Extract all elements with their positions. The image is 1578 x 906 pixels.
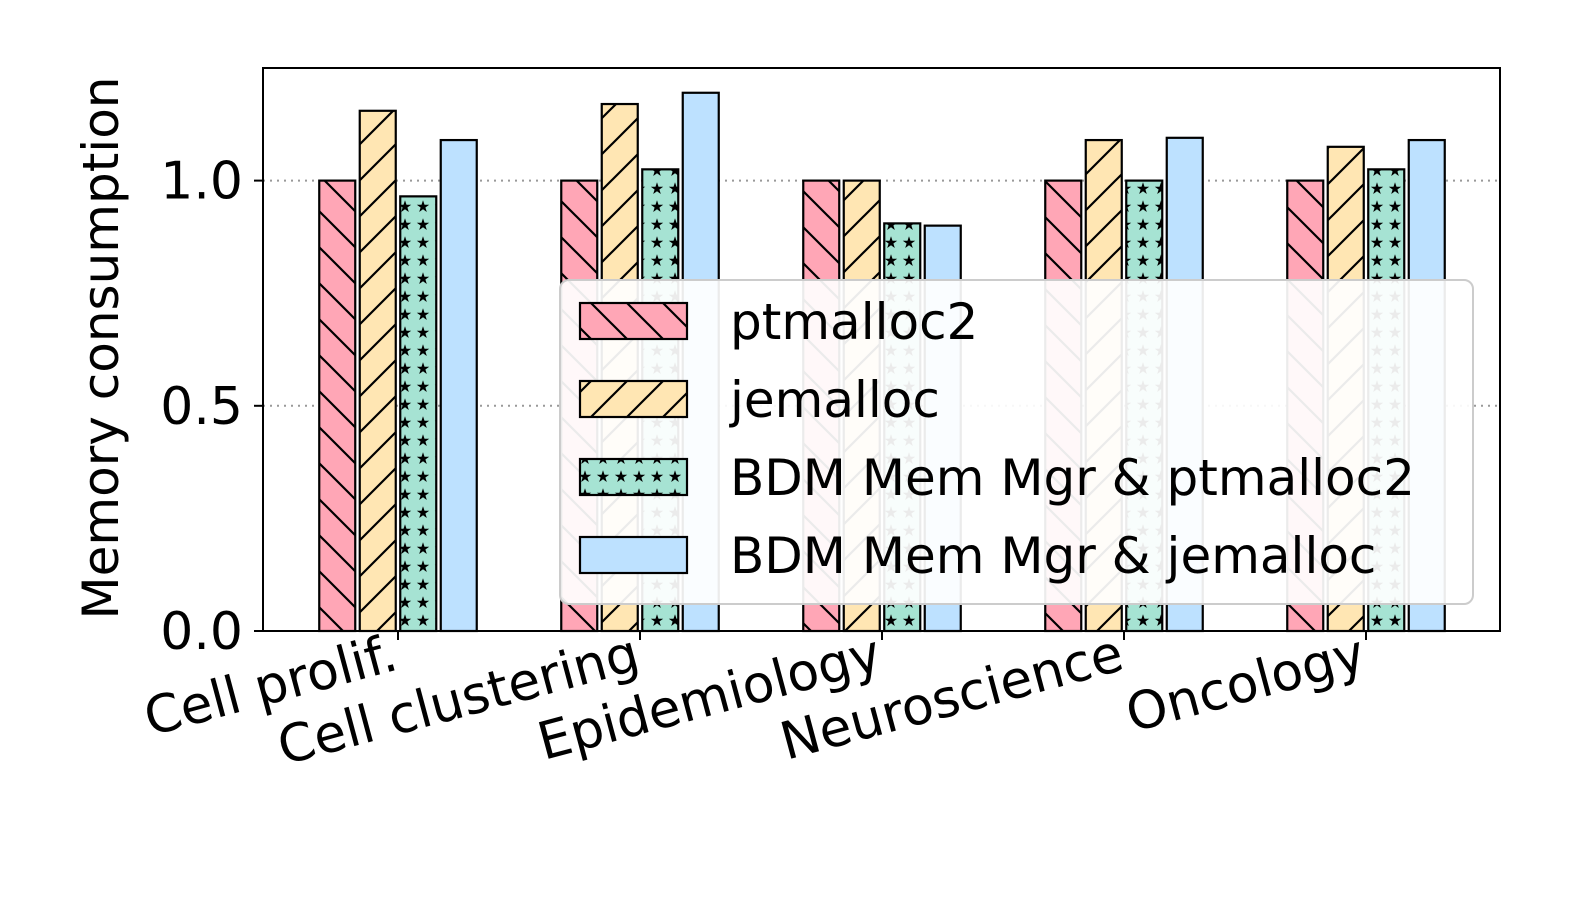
y-axis: 0.0 0.5 1.0 <box>160 152 263 662</box>
bar-hatch <box>400 196 437 631</box>
legend-swatch-fill <box>580 537 687 573</box>
y-tick-label: 0.5 <box>160 377 243 437</box>
legend-label: BDM Mem Mgr & jemalloc <box>730 527 1376 585</box>
legend-swatch-hatch <box>580 303 687 339</box>
x-tick-label: Oncology <box>1120 624 1372 745</box>
legend-box <box>559 279 1474 605</box>
y-tick-label: 0.0 <box>160 602 243 662</box>
legend-label: BDM Mem Mgr & ptmalloc2 <box>730 449 1415 507</box>
legend-swatch-hatch <box>580 381 687 417</box>
x-axis: Cell prolif.Cell clusteringEpidemiologyN… <box>138 624 1371 778</box>
legend-label: ptmalloc2 <box>730 293 978 351</box>
legend-swatch <box>578 379 689 419</box>
legend-swatch <box>578 535 689 575</box>
y-tick-label: 1.0 <box>160 152 243 212</box>
bar-hatch <box>359 110 396 631</box>
legend-label: jemalloc <box>729 371 940 429</box>
bar-fill <box>440 140 477 631</box>
y-axis-label: Memory consumption <box>72 77 130 620</box>
legend-swatch-hatch <box>580 459 687 495</box>
bar-hatch <box>319 180 356 631</box>
legend-swatch <box>578 301 689 341</box>
legend-swatch <box>578 457 689 497</box>
